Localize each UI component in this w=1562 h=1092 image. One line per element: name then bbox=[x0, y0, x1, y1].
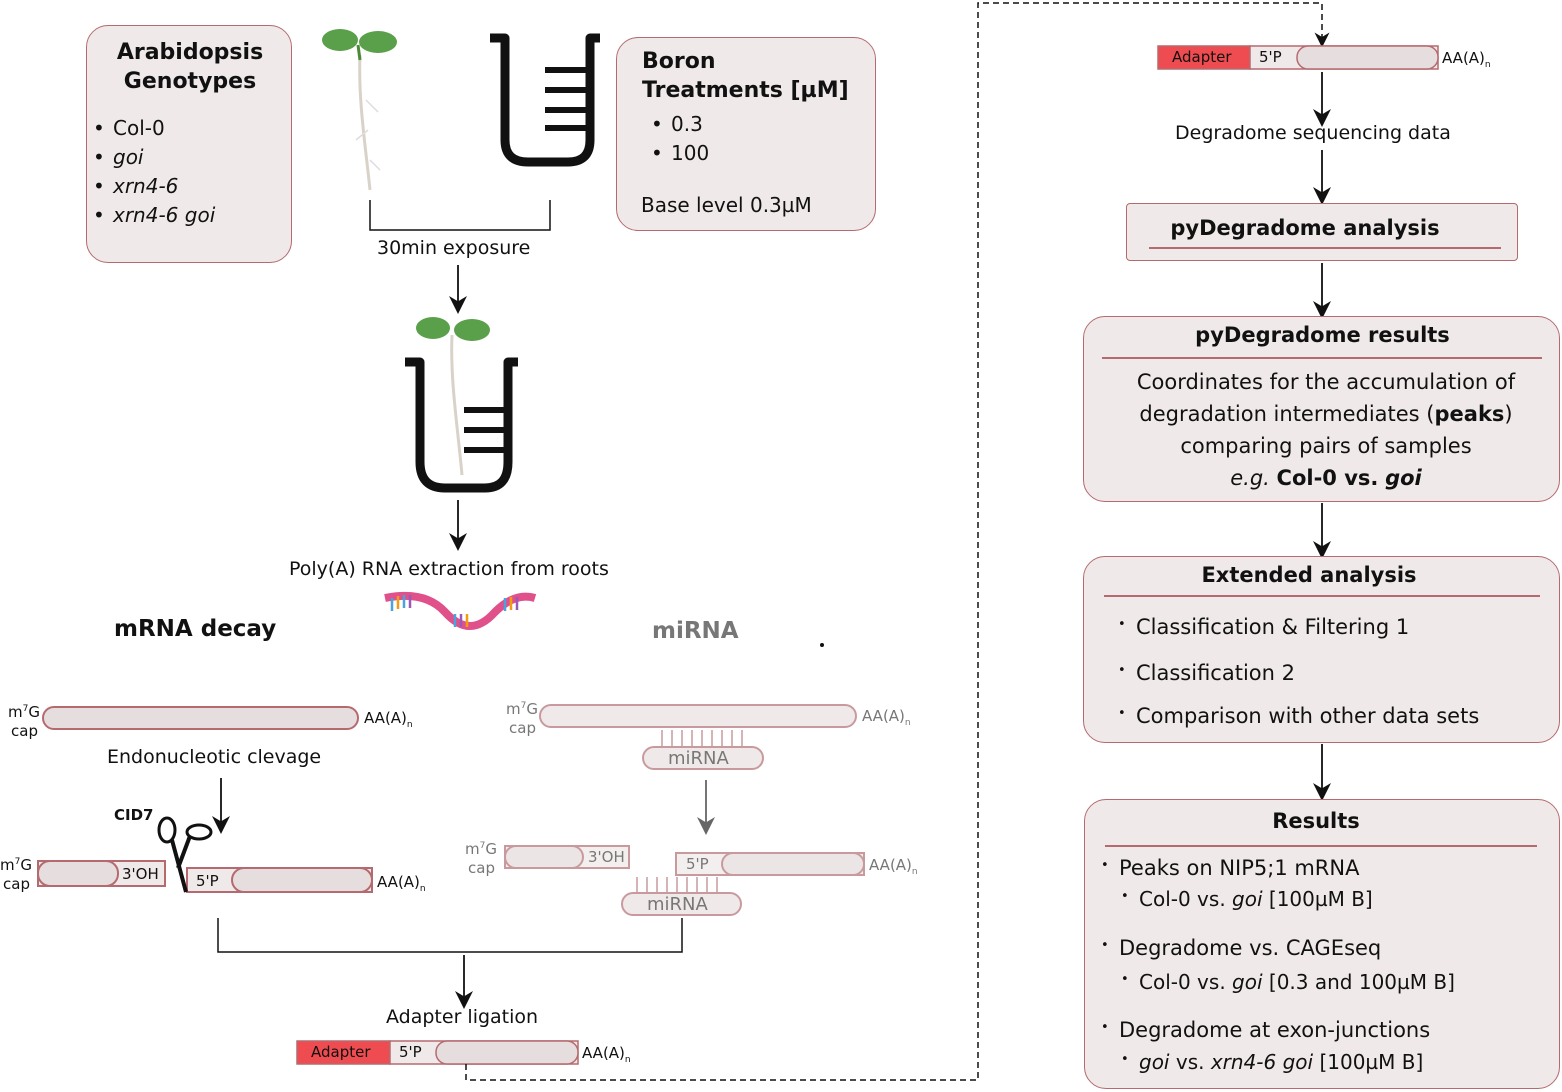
adapter-ligation-label: Adapter ligation bbox=[386, 1006, 539, 1028]
oh3-label: 3'OH bbox=[122, 865, 159, 883]
p5-label: 5'P bbox=[399, 1043, 422, 1061]
p5-label: 5'P bbox=[196, 872, 219, 890]
results-item: Degradome at exon-junctions bbox=[1101, 1018, 1430, 1042]
genotype-item: goi bbox=[93, 145, 143, 169]
p5-label: 5'P bbox=[1259, 48, 1282, 66]
genotype-item: xrn4-6 bbox=[93, 174, 179, 198]
extended-analysis-title: Extended analysis bbox=[1201, 563, 1417, 587]
results-item: Degradome vs. CAGEseq bbox=[1101, 936, 1381, 960]
cap-label: m7G cap bbox=[8, 703, 40, 740]
boron-item: 0.3 bbox=[651, 112, 703, 136]
rna-strand-icon bbox=[384, 591, 537, 630]
cap-label: m7G cap bbox=[465, 840, 497, 877]
results-subitem: goi vs. xrn4-6 goi [100µM B] bbox=[1121, 1050, 1423, 1074]
results-box: Results Peaks on NIP5;1 mRNA Col-0 vs. g… bbox=[1084, 799, 1560, 1089]
results-item: Peaks on NIP5;1 mRNA bbox=[1101, 856, 1360, 880]
genotypes-title: Arabidopsis Genotypes bbox=[116, 40, 264, 94]
cid7-label: CID7 bbox=[114, 806, 154, 824]
polya-label: AA(A)n bbox=[364, 709, 413, 730]
genotype-item: Col-0 bbox=[93, 116, 165, 140]
extended-item: Comparison with other data sets bbox=[1118, 704, 1479, 728]
results-subitem: Col-0 vs. goi [100µM B] bbox=[1121, 887, 1373, 911]
polya-label: AA(A)n bbox=[869, 856, 918, 877]
polya-label: AA(A)n bbox=[377, 873, 426, 894]
adapter-label: Adapter bbox=[1172, 48, 1232, 66]
polya-label: AA(A)n bbox=[862, 707, 911, 728]
results-subitem: Col-0 vs. goi [0.3 and 100µM B] bbox=[1121, 970, 1455, 994]
cap-label: m7G cap bbox=[0, 856, 32, 893]
oh3-label: 3'OH bbox=[588, 848, 625, 866]
boron-item: 100 bbox=[651, 141, 709, 165]
genotype-item: xrn4-6 goi bbox=[93, 203, 215, 227]
boron-box: Boron Treatments [µM] 0.3 100 Base level… bbox=[616, 37, 876, 231]
mrna-decay-title: mRNA decay bbox=[114, 616, 277, 642]
seedling-icon bbox=[322, 29, 397, 191]
beaker-icon bbox=[490, 33, 600, 167]
beaker-with-seedling-icon bbox=[405, 317, 518, 493]
exposure-bracket bbox=[369, 200, 551, 231]
pydegradome-results-box: pyDegradome results Coordinates for the … bbox=[1083, 316, 1560, 502]
pydegradome-analysis-box: pyDegradome analysis bbox=[1126, 203, 1518, 261]
extended-item: Classification & Filtering 1 bbox=[1118, 615, 1409, 639]
base-level-label: Base level 0.3µM bbox=[641, 193, 812, 217]
scissors-icon bbox=[157, 816, 213, 893]
p5-label: 5'P bbox=[686, 855, 709, 873]
degradome-data-label: Degradome sequencing data bbox=[1175, 122, 1451, 144]
extended-analysis-box: Extended analysis Classification & Filte… bbox=[1083, 556, 1560, 743]
extraction-label: Poly(A) RNA extraction from roots bbox=[289, 558, 609, 580]
pydegradome-results-text: Coordinates for the accumulation of degr… bbox=[1136, 370, 1516, 490]
polya-label: AA(A)n bbox=[1442, 49, 1491, 70]
dashed-connector bbox=[465, 2, 1330, 1081]
genotypes-box: Arabidopsis Genotypes Col-0 goi xrn4-6 x… bbox=[86, 25, 292, 263]
mrna-transcript bbox=[42, 706, 359, 730]
pydegradome-analysis-title: pyDegradome analysis bbox=[1170, 216, 1440, 240]
polya-label: AA(A)n bbox=[582, 1044, 631, 1065]
cap-label: m7G cap bbox=[506, 700, 538, 737]
boron-title: Boron Treatments [µM] bbox=[642, 49, 849, 103]
pydegradome-results-title: pyDegradome results bbox=[1195, 323, 1450, 347]
exposure-label: 30min exposure bbox=[377, 237, 531, 259]
mirna-label: miRNA bbox=[647, 894, 708, 915]
mirna-label: miRNA bbox=[668, 748, 729, 769]
adapter-label: Adapter bbox=[311, 1043, 371, 1061]
cleavage-label: Endonucleotic clevage bbox=[107, 746, 322, 768]
mirna-title: miRNA bbox=[652, 618, 739, 644]
results-title: Results bbox=[1272, 809, 1360, 833]
extended-item: Classification 2 bbox=[1118, 661, 1295, 685]
